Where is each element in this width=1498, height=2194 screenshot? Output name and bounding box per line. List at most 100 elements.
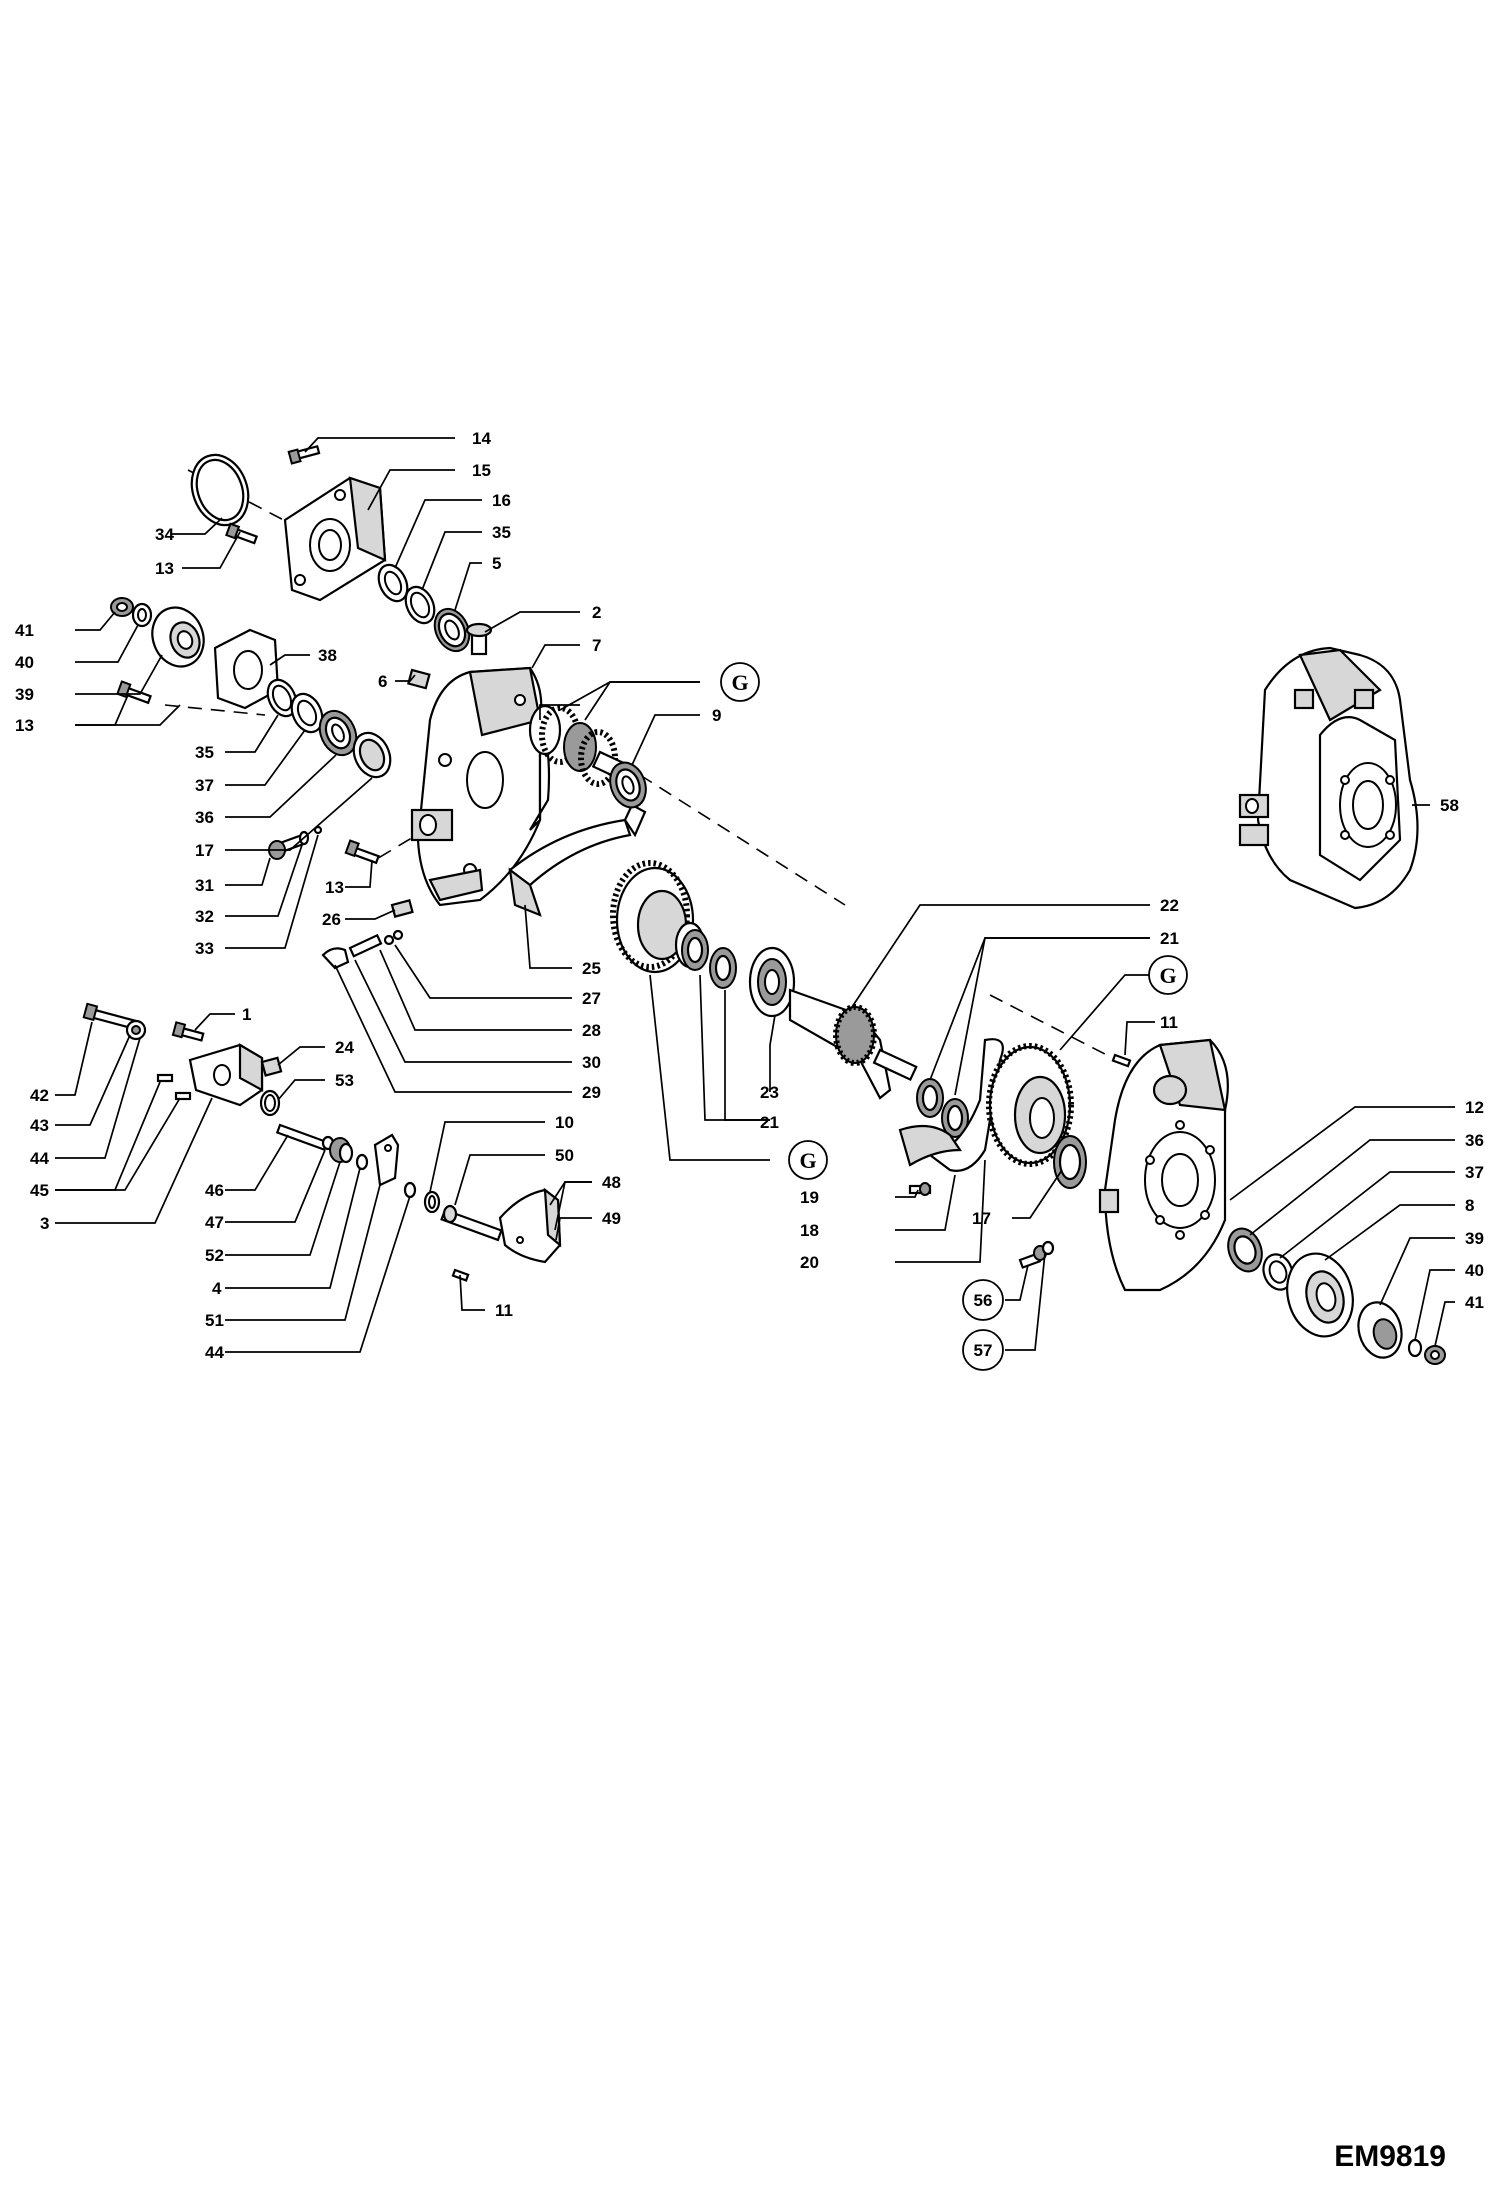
ring-44-lower bbox=[403, 1181, 417, 1199]
housing-3 bbox=[188, 1043, 264, 1107]
synchronizer-23 bbox=[748, 946, 796, 1018]
callout-28: 28 bbox=[582, 1021, 601, 1040]
shift-fork-20 bbox=[898, 1038, 1004, 1172]
bearing-9 bbox=[609, 761, 647, 809]
callout-13: 13 bbox=[325, 878, 344, 897]
callout-7: 7 bbox=[592, 636, 601, 655]
callout-57-text: 57 bbox=[974, 1341, 993, 1360]
callout-40: 40 bbox=[1465, 1261, 1484, 1280]
callout-29: 29 bbox=[582, 1083, 601, 1102]
callout-37: 37 bbox=[1465, 1163, 1484, 1182]
bolt-14 bbox=[287, 444, 321, 465]
callout-2: 2 bbox=[592, 603, 601, 622]
gear-housing-7 bbox=[410, 666, 551, 907]
assembled-housing-58 bbox=[1238, 646, 1419, 910]
ring-33 bbox=[313, 825, 323, 835]
callout-39: 39 bbox=[15, 685, 34, 704]
callout-39: 39 bbox=[1465, 1229, 1484, 1248]
callout-labels: 14 15 16 35 5 34 13 2 7 9 41 40 39 13 38… bbox=[15, 429, 1484, 1362]
leader-lines bbox=[55, 437, 1455, 1353]
bolt-19 bbox=[908, 1182, 932, 1196]
callout-26: 26 bbox=[322, 910, 341, 929]
bearing-21-pair-left bbox=[681, 929, 737, 989]
callout-56-text: 56 bbox=[974, 1291, 993, 1310]
callout-6: 6 bbox=[378, 672, 387, 691]
callout-31: 31 bbox=[195, 876, 214, 895]
flange-39-left bbox=[151, 606, 205, 668]
screws-45 bbox=[156, 1073, 192, 1101]
callout-20: 20 bbox=[800, 1253, 819, 1272]
ring-53 bbox=[259, 1089, 281, 1117]
callout-58: 58 bbox=[1440, 796, 1459, 815]
ring-4 bbox=[355, 1153, 369, 1171]
circled-callout-G-top: G bbox=[720, 662, 760, 702]
callout-35: 35 bbox=[195, 743, 214, 762]
bearing-21-pair-right bbox=[916, 1078, 969, 1138]
callout-16: 16 bbox=[492, 491, 511, 510]
shaft-50 bbox=[440, 1204, 503, 1242]
callout-44: 44 bbox=[205, 1343, 224, 1362]
bearing-5 bbox=[433, 607, 471, 653]
callout-1: 1 bbox=[242, 1005, 251, 1024]
cover-8 bbox=[1286, 1252, 1354, 1338]
bolt-13-top bbox=[225, 522, 259, 545]
callout-11: 11 bbox=[1160, 1013, 1178, 1032]
seal-37-right bbox=[1262, 1253, 1294, 1291]
callout-43: 43 bbox=[30, 1116, 49, 1135]
flange-39-right bbox=[1357, 1301, 1403, 1359]
bolt-13-left bbox=[116, 680, 152, 705]
plug-6 bbox=[407, 668, 431, 690]
callout-33: 33 bbox=[195, 939, 214, 958]
washer-43-44 bbox=[125, 1019, 147, 1041]
callout-49: 49 bbox=[602, 1209, 621, 1228]
breather-2 bbox=[465, 622, 493, 656]
bolt-13-mid bbox=[344, 839, 380, 865]
seal-16 bbox=[377, 563, 409, 603]
callout-G-text: G bbox=[731, 670, 748, 695]
pin-11-right bbox=[1111, 1053, 1132, 1068]
callout-52: 52 bbox=[205, 1246, 224, 1265]
plug-26 bbox=[390, 898, 414, 918]
callout-36: 36 bbox=[195, 808, 214, 827]
callout-25: 25 bbox=[582, 959, 601, 978]
drawing-reference-code: EM9819 bbox=[1334, 2140, 1446, 2173]
bearing-36-left bbox=[318, 709, 358, 757]
callout-41: 41 bbox=[15, 621, 34, 640]
ring-10 bbox=[423, 1190, 441, 1214]
callout-G-text: G bbox=[1159, 963, 1176, 988]
circled-callout-56: 56 bbox=[962, 1279, 1004, 1321]
callout-50: 50 bbox=[555, 1146, 574, 1165]
washer-40-left bbox=[131, 602, 153, 628]
callout-21: 21 bbox=[760, 1113, 779, 1132]
ring-35-top bbox=[404, 585, 436, 625]
callout-36: 36 bbox=[1465, 1131, 1484, 1150]
callout-17: 17 bbox=[195, 841, 214, 860]
callout-19: 19 bbox=[800, 1188, 819, 1207]
shaft-22 bbox=[788, 988, 918, 1100]
callout-17: 17 bbox=[972, 1209, 991, 1228]
seal-plate-15 bbox=[283, 476, 387, 602]
circled-callout-57: 57 bbox=[962, 1329, 1004, 1371]
lever-48-49 bbox=[498, 1187, 562, 1264]
callout-G-text: G bbox=[799, 1148, 816, 1173]
callout-9: 9 bbox=[712, 706, 721, 725]
callout-37: 37 bbox=[195, 776, 214, 795]
circled-callout-G-lower: G bbox=[788, 1140, 828, 1180]
callout-5: 5 bbox=[492, 554, 501, 573]
bolt-1 bbox=[171, 1021, 205, 1042]
callout-22: 22 bbox=[1160, 896, 1179, 915]
callout-34: 34 bbox=[155, 525, 174, 544]
callout-47: 47 bbox=[205, 1213, 224, 1232]
bearing-17-right bbox=[1053, 1135, 1087, 1189]
callout-10: 10 bbox=[555, 1113, 574, 1132]
callout-11: 11 bbox=[495, 1301, 513, 1320]
circled-callout-G-middle: G bbox=[1148, 955, 1188, 995]
cover-38 bbox=[213, 628, 280, 710]
callout-35: 35 bbox=[492, 523, 511, 542]
callout-42: 42 bbox=[30, 1086, 49, 1105]
nut-41-right bbox=[1424, 1345, 1446, 1365]
callout-44: 44 bbox=[30, 1149, 49, 1168]
callout-8: 8 bbox=[1465, 1196, 1474, 1215]
callout-53: 53 bbox=[335, 1071, 354, 1090]
callout-15: 15 bbox=[472, 461, 491, 480]
